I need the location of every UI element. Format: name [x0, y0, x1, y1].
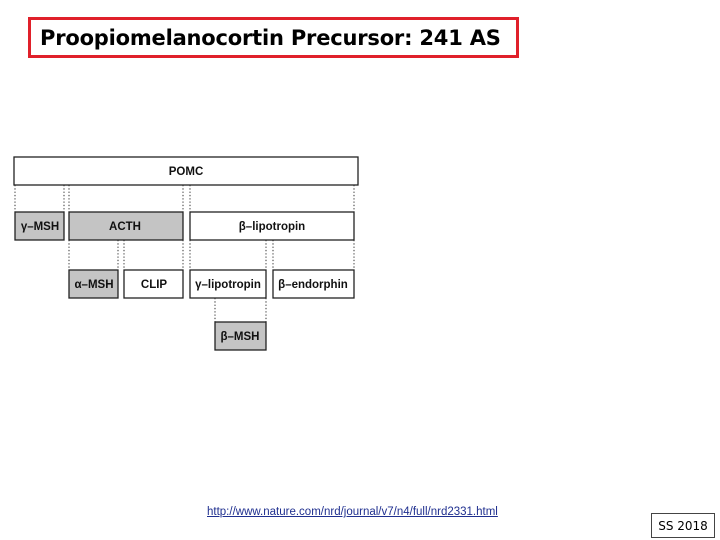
- segment-clip-label: CLIP: [141, 279, 168, 291]
- segment-beta-lipotropin: β–lipotropin: [189, 211, 355, 241]
- segment-beta-endorphin: β–endorphin: [272, 269, 355, 299]
- segment-gamma-lipotropin-label: γ–lipotropin: [195, 279, 261, 291]
- segment-gamma-msh: γ–MSH: [14, 211, 65, 241]
- segment-clip: CLIP: [123, 269, 184, 299]
- segment-gamma-msh-label: γ–MSH: [21, 221, 59, 233]
- segment-pomc: POMC: [13, 156, 359, 186]
- connector-lines: [14, 185, 355, 322]
- page-title: Proopiomelanocortin Precursor: 241 AS: [40, 25, 501, 50]
- segment-acth: ACTH: [68, 211, 184, 241]
- segment-gamma-lipotropin: γ–lipotropin: [189, 269, 267, 299]
- segment-beta-msh-label: β–MSH: [221, 331, 260, 343]
- segment-alpha-msh: α–MSH: [68, 269, 119, 299]
- segment-beta-lipotropin-label: β–lipotropin: [239, 221, 305, 233]
- title-box: Proopiomelanocortin Precursor: 241 AS: [28, 17, 519, 58]
- segment-pomc-label: POMC: [169, 166, 204, 178]
- segment-acth-label: ACTH: [109, 221, 141, 233]
- footer-text: SS 2018: [658, 518, 708, 533]
- footer-badge: SS 2018: [651, 513, 715, 538]
- segment-alpha-msh-label: α–MSH: [74, 279, 113, 291]
- segment-beta-msh: β–MSH: [214, 321, 267, 351]
- source-url-link[interactable]: http://www.nature.com/nrd/journal/v7/n4/…: [207, 506, 498, 518]
- segment-beta-endorphin-label: β–endorphin: [278, 279, 348, 291]
